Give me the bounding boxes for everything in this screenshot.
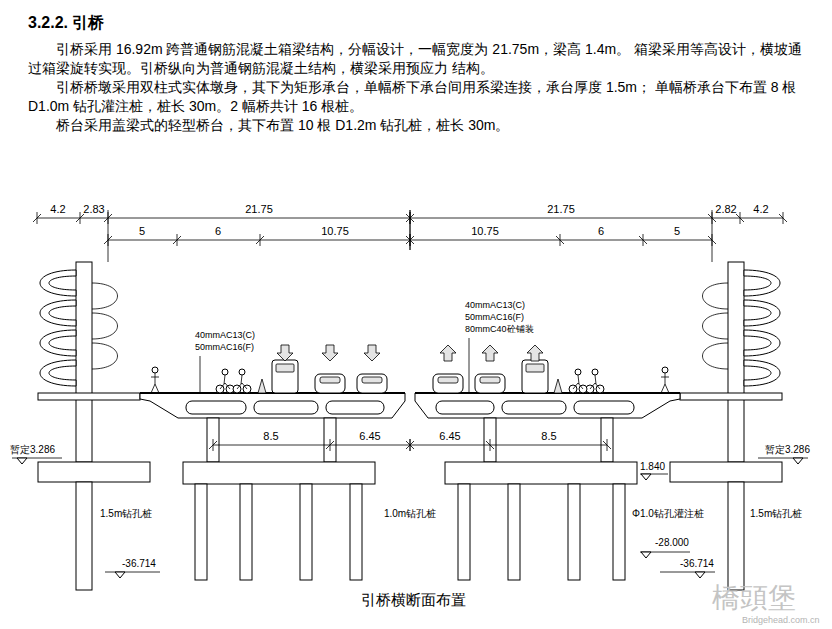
paragraph: 引桥桥墩采用双柱式实体墩身，其下为矩形承台，单幅桥下承台间用系梁连接，承台厚度 …	[28, 78, 810, 116]
extension-line	[108, 210, 109, 262]
annotation-label: 6.45	[359, 430, 380, 443]
bored-pile	[76, 482, 92, 590]
elevation-line	[105, 572, 160, 573]
mirrored-half-section	[406, 210, 808, 590]
annotation-label: 2.82	[715, 203, 736, 216]
dimension-line	[37, 218, 410, 219]
leader-line	[469, 338, 470, 393]
traffic-arrow	[482, 345, 498, 361]
traffic-arrow	[527, 345, 543, 361]
traffic-arrow	[364, 345, 380, 361]
leader-line	[200, 356, 201, 393]
annotation-label: 暂定3.286	[765, 444, 810, 456]
car	[315, 374, 345, 393]
annotation-label: Φ1.0钻孔灌注桩	[632, 508, 704, 520]
annotation-label: 10.75	[471, 225, 499, 238]
figure-caption: 引桥横断面布置	[361, 591, 466, 608]
annotation-label: 1.5m钻孔桩	[750, 508, 802, 520]
spiral-ramp-back	[92, 283, 118, 369]
bored-pile	[240, 484, 252, 580]
truck	[272, 360, 298, 393]
abutment-column	[76, 262, 92, 462]
pile-cap	[183, 462, 375, 484]
car-window	[362, 377, 382, 383]
bored-pile	[350, 484, 362, 580]
watermark: 橋頭堡	[712, 582, 796, 614]
annotation-label: 4.2	[753, 203, 768, 216]
annotation-label: 5	[139, 225, 145, 238]
dimension-ticks	[104, 234, 414, 246]
annotation-label: 10.75	[321, 225, 349, 238]
abutment-cap	[38, 462, 150, 482]
box-girder	[140, 393, 405, 418]
annotation-label: 1.5m钻孔桩	[100, 508, 152, 520]
annotation-label: 暂定3.286	[10, 444, 55, 456]
cyclist	[239, 369, 245, 375]
truck-window	[276, 364, 294, 372]
annotation-label: 6	[598, 225, 604, 238]
cyclist	[220, 375, 230, 389]
car	[357, 374, 387, 393]
half-section	[12, 210, 414, 590]
paragraph: 桥台采用盖梁式的轻型桥台，其下布置 10 根 D1.2m 钻孔桩，桩长 30m。	[28, 116, 810, 135]
elevation-triangle	[115, 572, 125, 578]
traffic-arrow	[277, 345, 293, 361]
body-text: 引桥采用 16.92m 跨普通钢筋混凝土箱梁结构，分幅设计，一幅宽度为 21.7…	[28, 40, 810, 135]
watermark: Bridgehead.com.cn	[742, 615, 820, 625]
annotation-label: 1.840	[640, 461, 665, 473]
annotation-label: 6	[215, 225, 221, 238]
annotation-label: -28.000	[655, 537, 689, 549]
dimension-ticks	[209, 439, 414, 451]
pedestrian	[152, 367, 158, 373]
annotation-label: 80mmC40砼铺装	[465, 324, 534, 334]
annotation-label: 40mmAC13(C)	[465, 300, 525, 310]
annotation-label: 5	[674, 225, 680, 238]
annotation-label: 40mmAC13(C)	[195, 330, 255, 340]
spiral-ramp	[40, 330, 76, 356]
spiral-ramp	[40, 300, 76, 326]
bored-pile	[195, 484, 207, 580]
spiral-ramp	[40, 360, 76, 386]
girder-cell	[254, 401, 318, 414]
traffic-cone	[258, 379, 266, 393]
annotation-label: 2.83	[83, 203, 104, 216]
elevation-triangle	[641, 474, 651, 480]
annotation-label: 50mmAC16(F)	[465, 312, 524, 322]
annotation-label: 6.45	[439, 430, 460, 443]
abutment-landing	[38, 393, 140, 400]
car-window	[320, 377, 340, 383]
paragraph: 引桥采用 16.92m 跨普通钢筋混凝土箱梁结构，分幅设计，一幅宽度为 21.7…	[28, 40, 810, 78]
girder-cell	[186, 401, 246, 414]
elevation-triangle	[17, 458, 27, 464]
girder-cell	[326, 401, 384, 414]
annotation-label: -36.714	[122, 558, 156, 570]
annotation-label: 1.0m钻孔桩	[384, 508, 436, 520]
annotation-label: 21.75	[547, 203, 575, 216]
bored-pile	[300, 484, 312, 580]
traffic-arrow	[322, 345, 338, 361]
watermark: -36.714	[680, 558, 714, 570]
pedestrian	[151, 373, 159, 393]
spiral-ramp	[40, 270, 76, 296]
annotation-label: 8.5	[263, 430, 278, 443]
section-title: 3.2.2. 引桥	[28, 14, 104, 32]
dimension-line	[108, 240, 410, 241]
annotation-label: 21.75	[245, 203, 273, 216]
cyclist	[237, 375, 247, 389]
dimension-line	[213, 445, 410, 446]
annotation-label: 4.2	[50, 203, 65, 216]
annotation-label: 8.5	[541, 430, 556, 443]
annotation-label: 50mmAC16(F)	[195, 342, 254, 352]
traffic-arrow	[440, 345, 456, 361]
cyclist	[222, 369, 228, 375]
elevation-triangle	[641, 552, 651, 558]
